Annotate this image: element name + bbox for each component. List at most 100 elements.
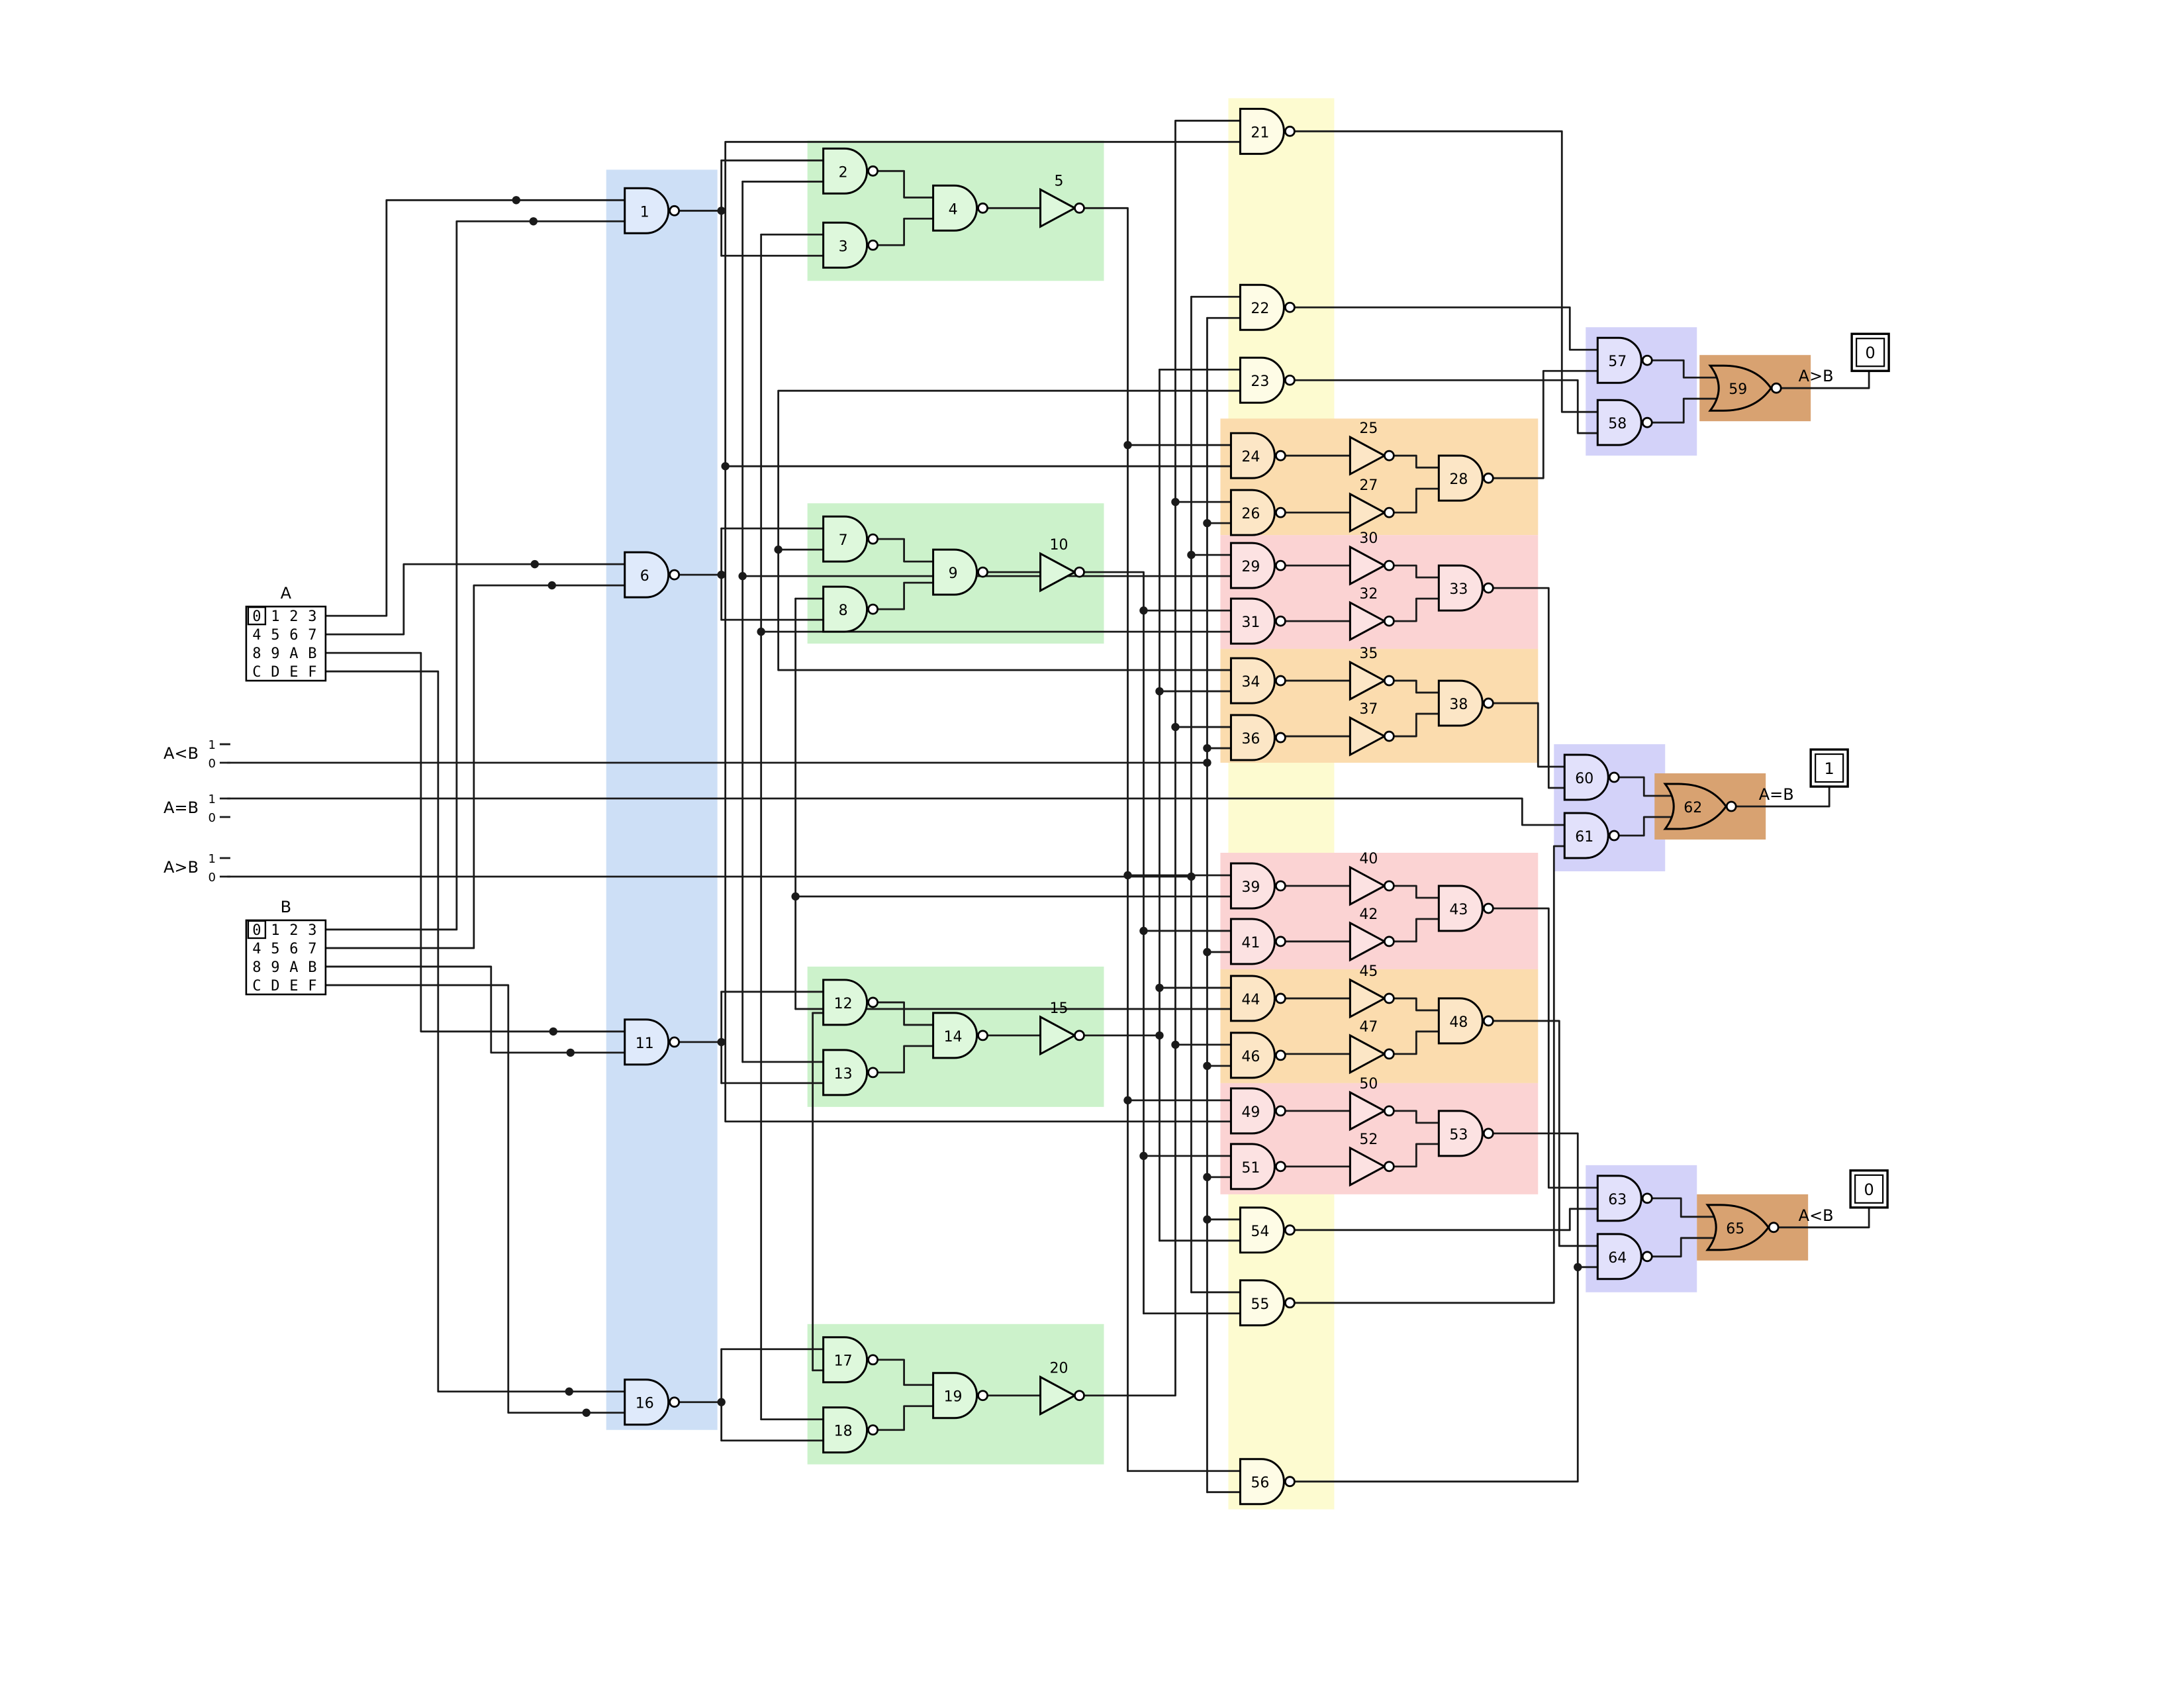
- gate-1-nand: 1: [624, 187, 681, 234]
- invert-bubble: [867, 239, 878, 251]
- invert-bubble: [1383, 1105, 1395, 1117]
- wire: [1294, 379, 1599, 434]
- keypad-key-B-0[interactable]: 0: [247, 920, 267, 940]
- invert-bubble: [1383, 936, 1395, 947]
- junction-dot: [717, 207, 726, 215]
- diagram-text: A=B: [164, 798, 199, 817]
- keypad-key-A-3[interactable]: 3: [308, 608, 316, 625]
- invert-bubble: [1383, 880, 1395, 892]
- invert-bubble: [977, 1390, 988, 1402]
- invert-bubble: [1074, 566, 1085, 578]
- keypad-key-A-2[interactable]: 2: [289, 608, 298, 625]
- keypad-key-B-4[interactable]: 4: [252, 941, 261, 957]
- keypad-key-B-F[interactable]: F: [308, 978, 316, 994]
- keypad-key-A-B[interactable]: B: [308, 646, 316, 662]
- junction-dot: [1139, 1151, 1148, 1161]
- keypad-key-B-3[interactable]: 3: [308, 922, 316, 939]
- keypad-key-B-9[interactable]: 9: [271, 959, 279, 976]
- invert-bubble: [867, 1067, 878, 1079]
- inverter-body: [1349, 492, 1387, 533]
- nand-body: [1437, 564, 1484, 612]
- keypad-key-A-5[interactable]: 5: [271, 627, 279, 644]
- inverter-body: [1349, 660, 1387, 701]
- keypad-key-A-C[interactable]: C: [252, 664, 261, 681]
- keypad-key-B-8[interactable]: 8: [252, 959, 261, 976]
- keypad-key-B-2[interactable]: 2: [289, 922, 298, 939]
- keypad-key-A-A[interactable]: A: [289, 646, 298, 662]
- diagram-text: 9: [271, 959, 279, 976]
- keypad-key-B-B[interactable]: B: [308, 959, 316, 976]
- keypad-key-B-A[interactable]: A: [289, 959, 298, 976]
- wire: [1392, 918, 1440, 943]
- keypad-key-A-6[interactable]: 6: [289, 627, 298, 644]
- wire: [877, 1405, 934, 1431]
- nand-body: [1239, 1279, 1285, 1327]
- invert-bubble: [1608, 771, 1620, 783]
- gate-22-nand: 22: [1239, 283, 1296, 331]
- keypad-key-A-0[interactable]: 0: [247, 606, 267, 626]
- invert-bubble: [1383, 1161, 1395, 1173]
- keypad-key-A-1[interactable]: 1: [271, 608, 279, 625]
- diagram-text: 24: [1241, 449, 1260, 465]
- keypad-key-B-6[interactable]: 6: [289, 941, 298, 957]
- inverter-body: [1349, 601, 1387, 642]
- wire: [1392, 597, 1440, 622]
- inverter-body: [1039, 1015, 1077, 1056]
- keypad-key-B-E[interactable]: E: [289, 978, 298, 994]
- wire: [1392, 885, 1440, 899]
- keypad-key-A-E[interactable]: E: [289, 664, 298, 681]
- keypad-key-A-4[interactable]: 4: [252, 627, 261, 644]
- wire: [1780, 369, 1870, 389]
- wire: [324, 651, 626, 1033]
- diagram-text: 41: [1241, 935, 1260, 951]
- gate-50-inverter: 50: [1349, 1076, 1395, 1132]
- invert-bubble: [1275, 880, 1286, 892]
- keypad-key-B-C[interactable]: C: [252, 978, 261, 994]
- invert-bubble: [1641, 1251, 1653, 1263]
- nand-body: [1229, 1143, 1276, 1190]
- wire: [1392, 712, 1440, 738]
- inverter-body: [1349, 978, 1387, 1019]
- keypad-key-B-D[interactable]: D: [271, 978, 279, 994]
- nand-body: [1437, 1110, 1484, 1157]
- diagram-text: 59: [1729, 381, 1747, 398]
- nand-body: [1229, 597, 1276, 645]
- diagram-text: 51: [1241, 1160, 1260, 1177]
- gate-45-inverter: 45: [1349, 963, 1395, 1019]
- diagram-text: 57: [1608, 354, 1627, 370]
- keypad-key-B-7[interactable]: 7: [308, 941, 316, 957]
- diagram-text: E: [289, 978, 298, 994]
- keypad-key-A-9[interactable]: 9: [271, 646, 279, 662]
- gate-63-nand: 63: [1596, 1175, 1653, 1222]
- gate-46-nand: 46: [1229, 1032, 1286, 1079]
- gate-4-nand: 4: [932, 184, 988, 232]
- gate-52-inverter: 52: [1349, 1132, 1395, 1187]
- diagram-text: 1: [208, 738, 215, 752]
- wire: [324, 965, 626, 1054]
- keypad-key-B-1[interactable]: 1: [271, 922, 279, 939]
- gate-49-nand: 49: [1229, 1087, 1286, 1135]
- keypad-key-B-5[interactable]: 5: [271, 941, 279, 957]
- keypad-key-A-7[interactable]: 7: [308, 627, 316, 644]
- diagram-text: 5: [271, 627, 279, 644]
- junction-dot: [1171, 722, 1180, 732]
- wire: [324, 563, 626, 636]
- keypad-key-A-8[interactable]: 8: [252, 646, 261, 662]
- invert-bubble: [1383, 450, 1395, 461]
- keypad-key-A-F[interactable]: F: [308, 664, 316, 681]
- gate-13-nand: 13: [822, 1049, 878, 1096]
- invert-bubble: [1482, 472, 1494, 484]
- keypad-key-A-D[interactable]: D: [271, 664, 279, 681]
- diagram-text: 34: [1241, 674, 1260, 691]
- diagram-text: 35: [1359, 646, 1378, 662]
- diagram-text: 46: [1241, 1049, 1260, 1065]
- diagram-text: 0: [1864, 1181, 1874, 1199]
- diagram-text: A>B: [164, 858, 199, 877]
- gate-32-inverter: 32: [1349, 586, 1395, 642]
- nand-body: [1239, 1206, 1285, 1254]
